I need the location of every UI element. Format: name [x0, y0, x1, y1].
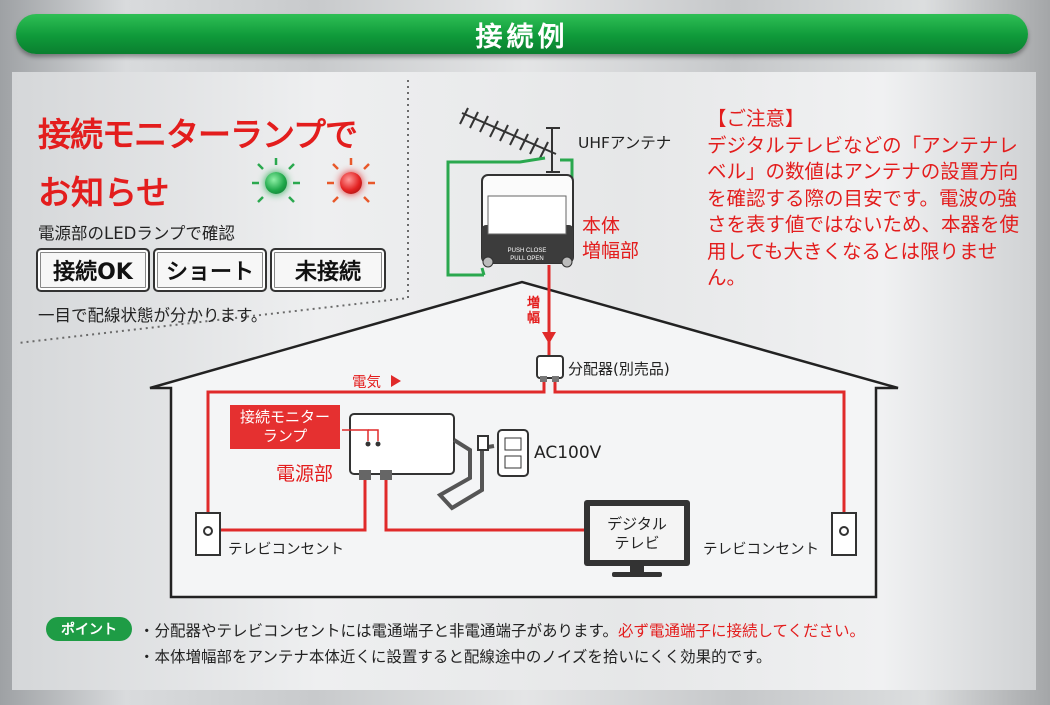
state-badge-short: ショート — [153, 248, 267, 292]
point-badge: ポイント — [46, 617, 132, 641]
uhf-antenna-icon — [459, 107, 560, 173]
section-divider — [17, 80, 409, 344]
title-banner: 接続例 — [16, 14, 1028, 54]
monitor-lamp-callout: 接続モニター ランプ — [230, 405, 340, 449]
splitter-label: 分配器(別売品) — [568, 360, 670, 378]
digital-tv-icon — [584, 500, 690, 577]
footer-note-2: ・本体増幅部をアンテナ本体近くに設置すると配線途中のノイズを拾いにくく効果的です… — [139, 648, 772, 666]
notice-block: 【ご注意】 デジタルテレビなどの「アンテナレベル」の数値はアンテナの設置方向を確… — [707, 106, 1027, 292]
ac-voltage-label: AC100V — [534, 443, 602, 463]
tv-outlet-right-icon — [831, 512, 857, 556]
notice-title: 【ご注意】 — [707, 107, 805, 130]
monitor-subtext: 電源部のLEDランプで確認 — [38, 224, 235, 243]
tv-outlet-left-label: テレビコンセント — [228, 542, 344, 558]
state-badge-disconnected: 未接続 — [270, 248, 386, 292]
splitter-icon — [536, 355, 564, 382]
tv-outlet-left-icon — [195, 512, 221, 556]
power-arrow-icon — [391, 375, 401, 387]
monitor-caption: 一目で配線状態が分かります。 — [38, 306, 268, 325]
tv-outlet-right-label: テレビコンセント — [703, 542, 819, 558]
footer-note-1: ・分配器やテレビコンセントには電通端子と非電通端子があります。必ず電通端子に接続… — [139, 622, 866, 640]
red-lamp-icon — [340, 172, 362, 194]
red-lamp-glow-icon — [327, 158, 375, 203]
amplifier-label: 本体 増幅部 — [582, 215, 640, 262]
green-cable — [446, 156, 546, 277]
power-unit-label: 電源部 — [276, 463, 334, 485]
green-lamp-icon — [265, 172, 287, 194]
power-unit — [342, 413, 455, 480]
notice-body: デジタルテレビなどの「アンテナレベル」の数値はアンテナの設置方向を確認する際の目… — [707, 133, 1020, 290]
state-badge-ok: 接続OK — [36, 248, 150, 292]
tv-label: デジタル テレビ — [607, 515, 667, 552]
svg-text:PUSH CLOSE: PUSH CLOSE — [508, 248, 547, 254]
amplifier-unit: PUSH CLOSE PULL OPEN — [481, 174, 574, 268]
green-cable-short — [560, 158, 574, 178]
monitor-heading-line2: お知らせ — [38, 173, 170, 212]
amplification-label: 増 幅 — [527, 296, 541, 326]
plug-icon — [477, 435, 489, 451]
page-title: 接続例 — [475, 21, 569, 53]
wall-outlet-icon — [497, 429, 529, 477]
signal-arrow-icon — [542, 332, 556, 344]
ac-adapter-cable — [436, 438, 495, 511]
green-lamp-glow-icon — [252, 158, 300, 203]
monitor-heading-line1: 接続モニターランプで — [38, 115, 358, 154]
antenna-label: UHFアンテナ — [578, 134, 672, 152]
power-flow-label: 電気 — [352, 375, 381, 391]
svg-text:PULL OPEN: PULL OPEN — [510, 256, 543, 262]
